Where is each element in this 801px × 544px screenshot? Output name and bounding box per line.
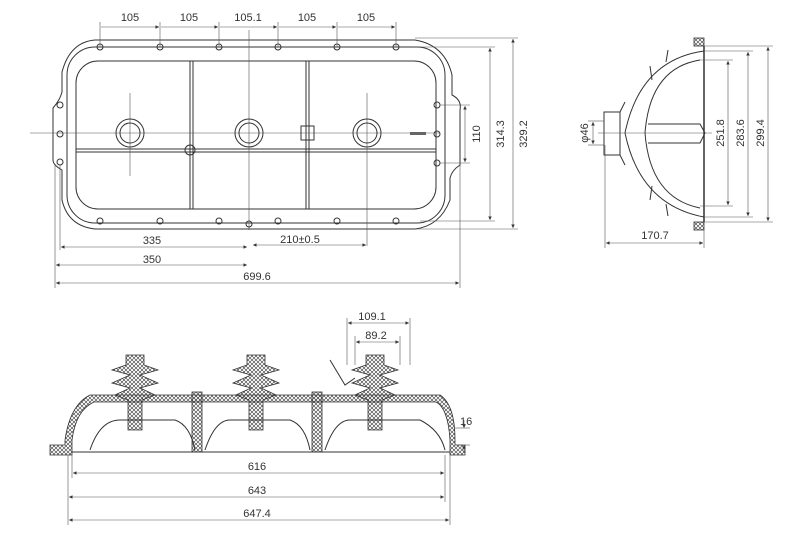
bushings [110, 354, 400, 431]
center-rib-section-2 [311, 391, 323, 453]
section-view: 109.1 89.2 16 616 643 647.4 [49, 311, 472, 525]
dim-pitch-3: 105.1 [234, 12, 262, 24]
internal-strut [648, 123, 706, 144]
dim-pitch-4: 105 [298, 12, 316, 24]
flange-top-gasket [693, 37, 705, 47]
tank-wall-section [49, 394, 466, 456]
flange-bottom-gasket [693, 221, 705, 231]
dim-210: 210±0.5 [280, 234, 320, 246]
shell-inner [644, 59, 701, 209]
dim-699-6: 699.6 [243, 271, 271, 283]
dim-phi46: φ46 [579, 123, 591, 142]
bolt-holes [56, 43, 441, 228]
dim-16: 16 [460, 416, 472, 428]
dim-89-2: 89.2 [365, 330, 386, 342]
dim-299-4: 299.4 [755, 119, 767, 147]
dim-329-2: 329.2 [518, 120, 530, 148]
tank-wall [75, 60, 437, 210]
dim-251-8: 251.8 [715, 119, 727, 147]
dim-109-1: 109.1 [358, 311, 386, 323]
flange-inner [66, 46, 446, 224]
dim-643: 643 [248, 485, 266, 497]
bushing-openings [115, 118, 382, 148]
cavity-outlines [89, 419, 446, 451]
dim-pitch-5: 105 [357, 12, 375, 24]
center-boss [184, 144, 196, 156]
dim-283-6: 283.6 [735, 119, 747, 147]
pressure-relief-stub [410, 132, 426, 135]
shell-outer [624, 50, 705, 218]
dim-170-7: 170.7 [641, 230, 669, 242]
dim-647-4: 647.4 [243, 508, 271, 520]
dim-314-3: 314.3 [495, 120, 507, 148]
dim-335: 335 [143, 235, 161, 247]
bushing-stub [603, 101, 626, 166]
valve-boss [300, 125, 315, 141]
dim-350: 350 [143, 254, 161, 266]
dim-616: 616 [248, 461, 266, 473]
top-view: 105 105 105.1 105 105 110 314.3 329.2 33… [30, 12, 530, 288]
dim-110: 110 [471, 125, 483, 143]
dim-pitch-1: 105 [121, 12, 139, 24]
dim-pitch-2: 105 [180, 12, 198, 24]
outer-flange-outline [52, 39, 461, 230]
shell-ribs [649, 49, 669, 217]
side-view: φ46 251.8 283.6 299.4 170.7 [579, 37, 773, 248]
